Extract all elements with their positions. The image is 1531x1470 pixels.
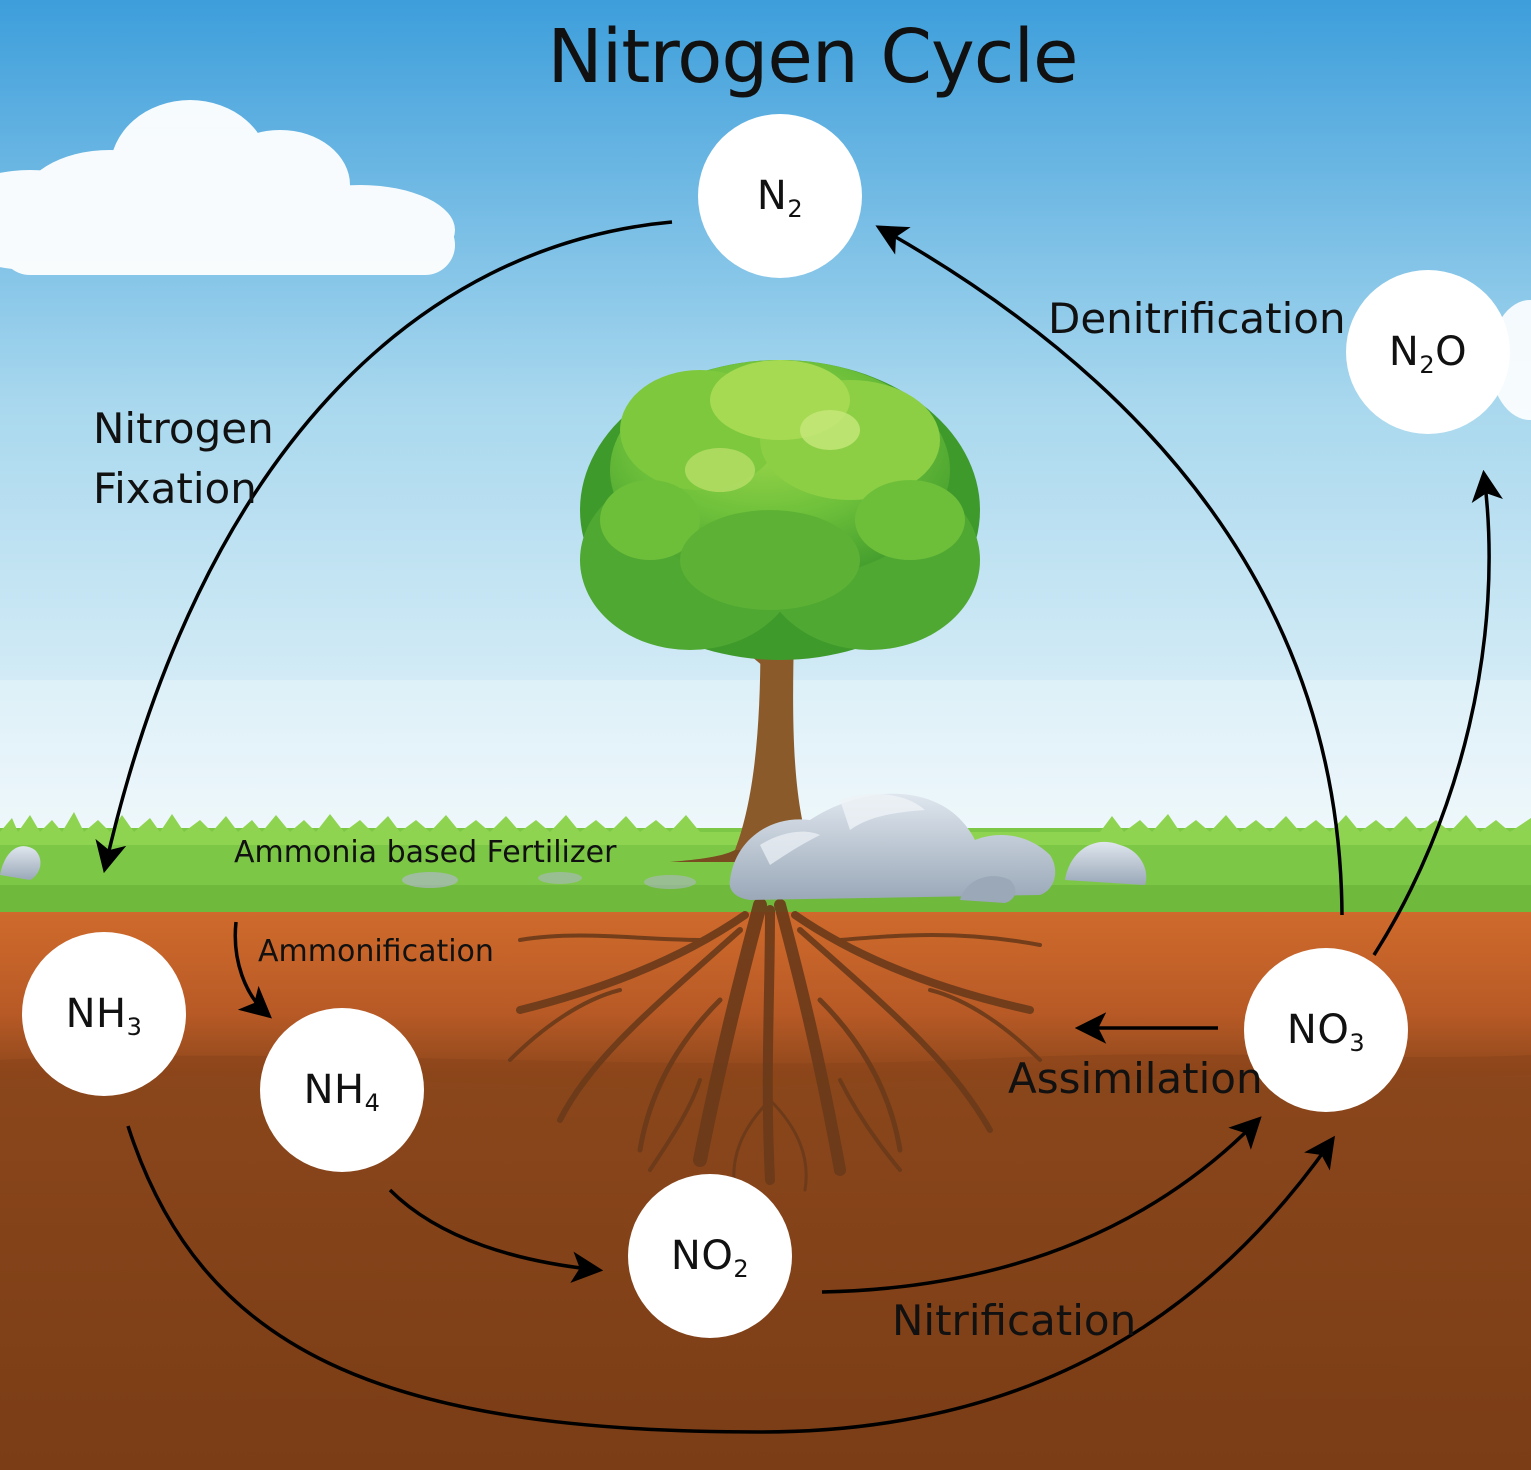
node-nh3: NH3 <box>22 932 186 1096</box>
arrow-nh4-to-no2 <box>388 1188 604 1283</box>
node-no3: NO3 <box>1244 948 1408 1112</box>
tree-roots <box>508 898 1042 1192</box>
page-title: Nitrogen Cycle <box>547 14 1078 100</box>
arrow-nh3-to-no3 <box>126 1125 1336 1434</box>
node-nh4: NH4 <box>260 1008 424 1172</box>
label-nitrogen-fixation-line2: Fixation <box>93 464 257 513</box>
cloud-left <box>0 100 455 275</box>
arrow-no2-to-no3 <box>821 1116 1262 1294</box>
rocks <box>0 793 1147 903</box>
formula-no2: NO2 <box>670 1233 750 1283</box>
arrow-no3-to-n2o <box>1372 469 1503 956</box>
node-n2o: N2O <box>1346 270 1510 434</box>
formula-n2o: N2O <box>1388 329 1468 379</box>
arrow-ammonification <box>233 921 272 1019</box>
label-assimilation: Assimilation <box>1008 1054 1263 1103</box>
tree-canopy <box>580 360 980 660</box>
tree-trunk <box>735 600 810 850</box>
arrow-nitrogen-fixation <box>95 220 673 874</box>
label-denitrification: Denitrification <box>1048 294 1346 343</box>
formula-nh4: NH4 <box>303 1067 381 1117</box>
formula-no3: NO3 <box>1286 1007 1366 1057</box>
cycle-arrows <box>95 220 1503 1434</box>
formula-n2: N2 <box>756 173 804 223</box>
node-n2: N2 <box>698 114 862 278</box>
node-no2: NO2 <box>628 1174 792 1338</box>
label-nitrogen-fixation-line1: Nitrogen <box>93 404 274 453</box>
label-ammonia-fertilizer: Ammonia based Fertilizer <box>234 835 617 870</box>
arrow-denitrification <box>875 225 1344 916</box>
label-nitrification: Nitrification <box>892 1296 1137 1345</box>
formula-nh3: NH3 <box>65 991 143 1041</box>
label-ammonification: Ammonification <box>258 934 494 969</box>
